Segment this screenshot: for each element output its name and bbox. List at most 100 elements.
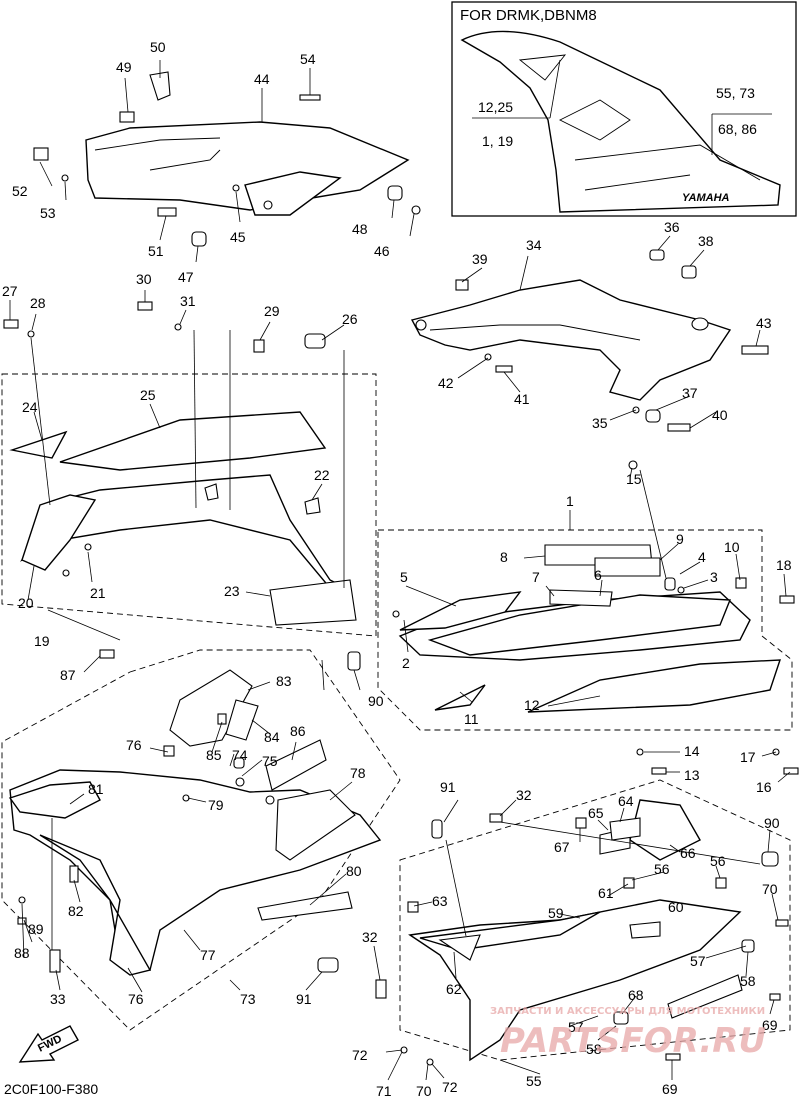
callout-30: 30 — [136, 271, 152, 287]
callout-17: 17 — [740, 749, 756, 765]
callout-27: 27 — [2, 283, 18, 299]
upper-left-cowl-group — [33, 71, 421, 247]
callout-91a: 91 — [296, 991, 312, 1007]
callout-72b: 72 — [442, 1079, 458, 1095]
callout-42: 42 — [438, 375, 454, 391]
diagram-code: 2C0F100-F380 — [4, 1081, 98, 1097]
callout-48: 48 — [352, 221, 368, 237]
callout-26: 26 — [342, 311, 358, 327]
watermark-brand: PARTSFOR.RU — [500, 1021, 766, 1061]
callout-64: 64 — [618, 793, 634, 809]
callout-12: 12 — [524, 697, 540, 713]
callout-78: 78 — [350, 765, 366, 781]
callout-87: 87 — [60, 667, 76, 683]
callout-13: 13 — [684, 767, 700, 783]
callout-88: 88 — [14, 945, 30, 961]
callout-90b: 90 — [764, 815, 780, 831]
callout-14: 14 — [684, 743, 700, 759]
callout-37: 37 — [682, 385, 698, 401]
callout-80: 80 — [346, 863, 362, 879]
callout-60: 60 — [668, 899, 684, 915]
callout-39: 39 — [472, 251, 488, 267]
callout-3: 3 — [710, 569, 718, 585]
callout-68: 68 — [628, 987, 644, 1003]
callout-61: 61 — [598, 885, 614, 901]
callout-32b: 32 — [362, 929, 378, 945]
upper-right-cowl-group — [410, 249, 769, 432]
callout-34: 34 — [526, 237, 542, 253]
callout-70b: 70 — [416, 1083, 432, 1098]
callout-labels: 50 49 44 54 52 53 51 47 45 48 46 34 39 3… — [2, 39, 792, 1098]
callout-41: 41 — [514, 391, 530, 407]
callout-76b: 76 — [128, 991, 144, 1007]
callout-52: 52 — [12, 183, 28, 199]
callout-49: 49 — [116, 59, 132, 75]
callout-56a: 56 — [710, 853, 726, 869]
callout-79: 79 — [208, 797, 224, 813]
inset-panel: FOR DRMK,DBNM8 YAMAHA 12,25 1, 19 55, 73… — [451, 1, 797, 217]
callout-91b: 91 — [440, 779, 456, 795]
callout-38: 38 — [698, 233, 714, 249]
callout-31: 31 — [180, 293, 196, 309]
callout-89: 89 — [28, 921, 44, 937]
callout-72a: 72 — [352, 1047, 368, 1063]
callout-90a: 90 — [368, 693, 384, 709]
callout-23: 23 — [224, 583, 240, 599]
callout-75: 75 — [262, 753, 278, 769]
inset-ref-a-top: 12,25 — [478, 99, 513, 115]
callout-10: 10 — [724, 539, 740, 555]
right-side-cover-group — [377, 460, 799, 775]
callout-69b: 69 — [662, 1081, 678, 1097]
callout-70a: 70 — [762, 881, 778, 897]
callout-35: 35 — [592, 415, 608, 431]
callout-83: 83 — [276, 673, 292, 689]
callout-50: 50 — [150, 39, 166, 55]
callout-6: 6 — [594, 567, 602, 583]
callout-82: 82 — [68, 903, 84, 919]
callout-67: 67 — [554, 839, 570, 855]
callout-11: 11 — [464, 711, 479, 727]
callout-46: 46 — [374, 243, 390, 259]
callout-77: 77 — [200, 947, 216, 963]
lower-right-panel-group — [375, 779, 791, 1066]
watermark-top: ЗАПЧАСТИ И АКСЕССУАРЫ ДЛЯ МОТОТЕХНИКИ — [490, 1006, 765, 1017]
left-side-cover-group — [1, 301, 377, 637]
callout-18: 18 — [776, 557, 792, 573]
callout-69a: 69 — [762, 1017, 778, 1033]
callout-21: 21 — [90, 585, 106, 601]
callout-58b: 58 — [586, 1041, 602, 1057]
callout-29: 29 — [264, 303, 280, 319]
callout-1: 1 — [566, 493, 574, 509]
callout-2: 2 — [402, 655, 410, 671]
callout-74: 74 — [232, 747, 248, 763]
callout-25: 25 — [140, 387, 156, 403]
inset-title: FOR DRMK,DBNM8 — [460, 7, 597, 24]
callout-76a: 76 — [126, 737, 142, 753]
callout-65: 65 — [588, 805, 604, 821]
callout-47: 47 — [178, 269, 194, 285]
callout-63: 63 — [432, 893, 448, 909]
lower-left-panel-group — [1, 649, 401, 1031]
callout-24: 24 — [22, 399, 38, 415]
callout-32a: 32 — [516, 787, 532, 803]
callout-16: 16 — [756, 779, 772, 795]
inset-ref-b-bottom: 68, 86 — [718, 121, 757, 137]
callout-59: 59 — [548, 905, 564, 921]
callout-28: 28 — [30, 295, 46, 311]
fwd-arrow: FWD — [18, 1025, 79, 1063]
callout-5: 5 — [400, 569, 408, 585]
inset-ref-b-top: 55, 73 — [716, 85, 755, 101]
callout-44: 44 — [254, 71, 270, 87]
callout-81: 81 — [88, 781, 104, 797]
callout-40: 40 — [712, 407, 728, 423]
inset-ref-a-bottom: 1, 19 — [482, 133, 513, 149]
callout-55: 55 — [526, 1073, 542, 1089]
callout-53: 53 — [40, 205, 56, 221]
watermark: ЗАПЧАСТИ И АКСЕССУАРЫ ДЛЯ МОТОТЕХНИКИ PA… — [490, 1006, 766, 1061]
callout-73: 73 — [240, 991, 256, 1007]
callout-54: 54 — [300, 51, 316, 67]
callout-56b: 56 — [654, 861, 670, 877]
callout-20: 20 — [18, 595, 34, 611]
callout-22: 22 — [314, 467, 330, 483]
callout-62: 62 — [446, 981, 462, 997]
